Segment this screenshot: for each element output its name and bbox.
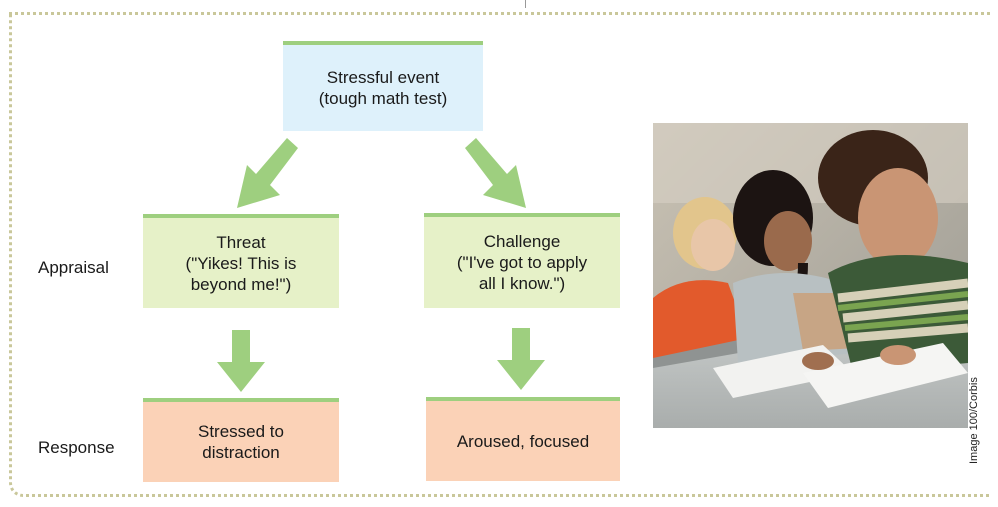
challenge-box: Challenge ("I've got to apply all I know… xyxy=(424,213,620,308)
arrow-to-stressed xyxy=(217,330,265,392)
dotted-frame xyxy=(9,12,990,497)
threat-box: Threat ("Yikes! This is beyond me!") xyxy=(143,214,339,308)
arrow-to-challenge xyxy=(465,138,526,208)
appraisal-label: Appraisal xyxy=(38,258,109,277)
arrow-to-aroused xyxy=(497,328,545,390)
stressful-event-box: Stressful event (tough math test) xyxy=(283,41,483,131)
arrow-to-threat xyxy=(237,138,298,208)
stressed-box: Stressed to distraction xyxy=(143,398,339,482)
photo-credit: Image 100/Corbis xyxy=(968,377,980,464)
response-label: Response xyxy=(38,438,115,457)
students-test-photo xyxy=(653,123,968,428)
aroused-box: Aroused, focused xyxy=(426,397,620,481)
top-tick-mark xyxy=(525,0,526,8)
